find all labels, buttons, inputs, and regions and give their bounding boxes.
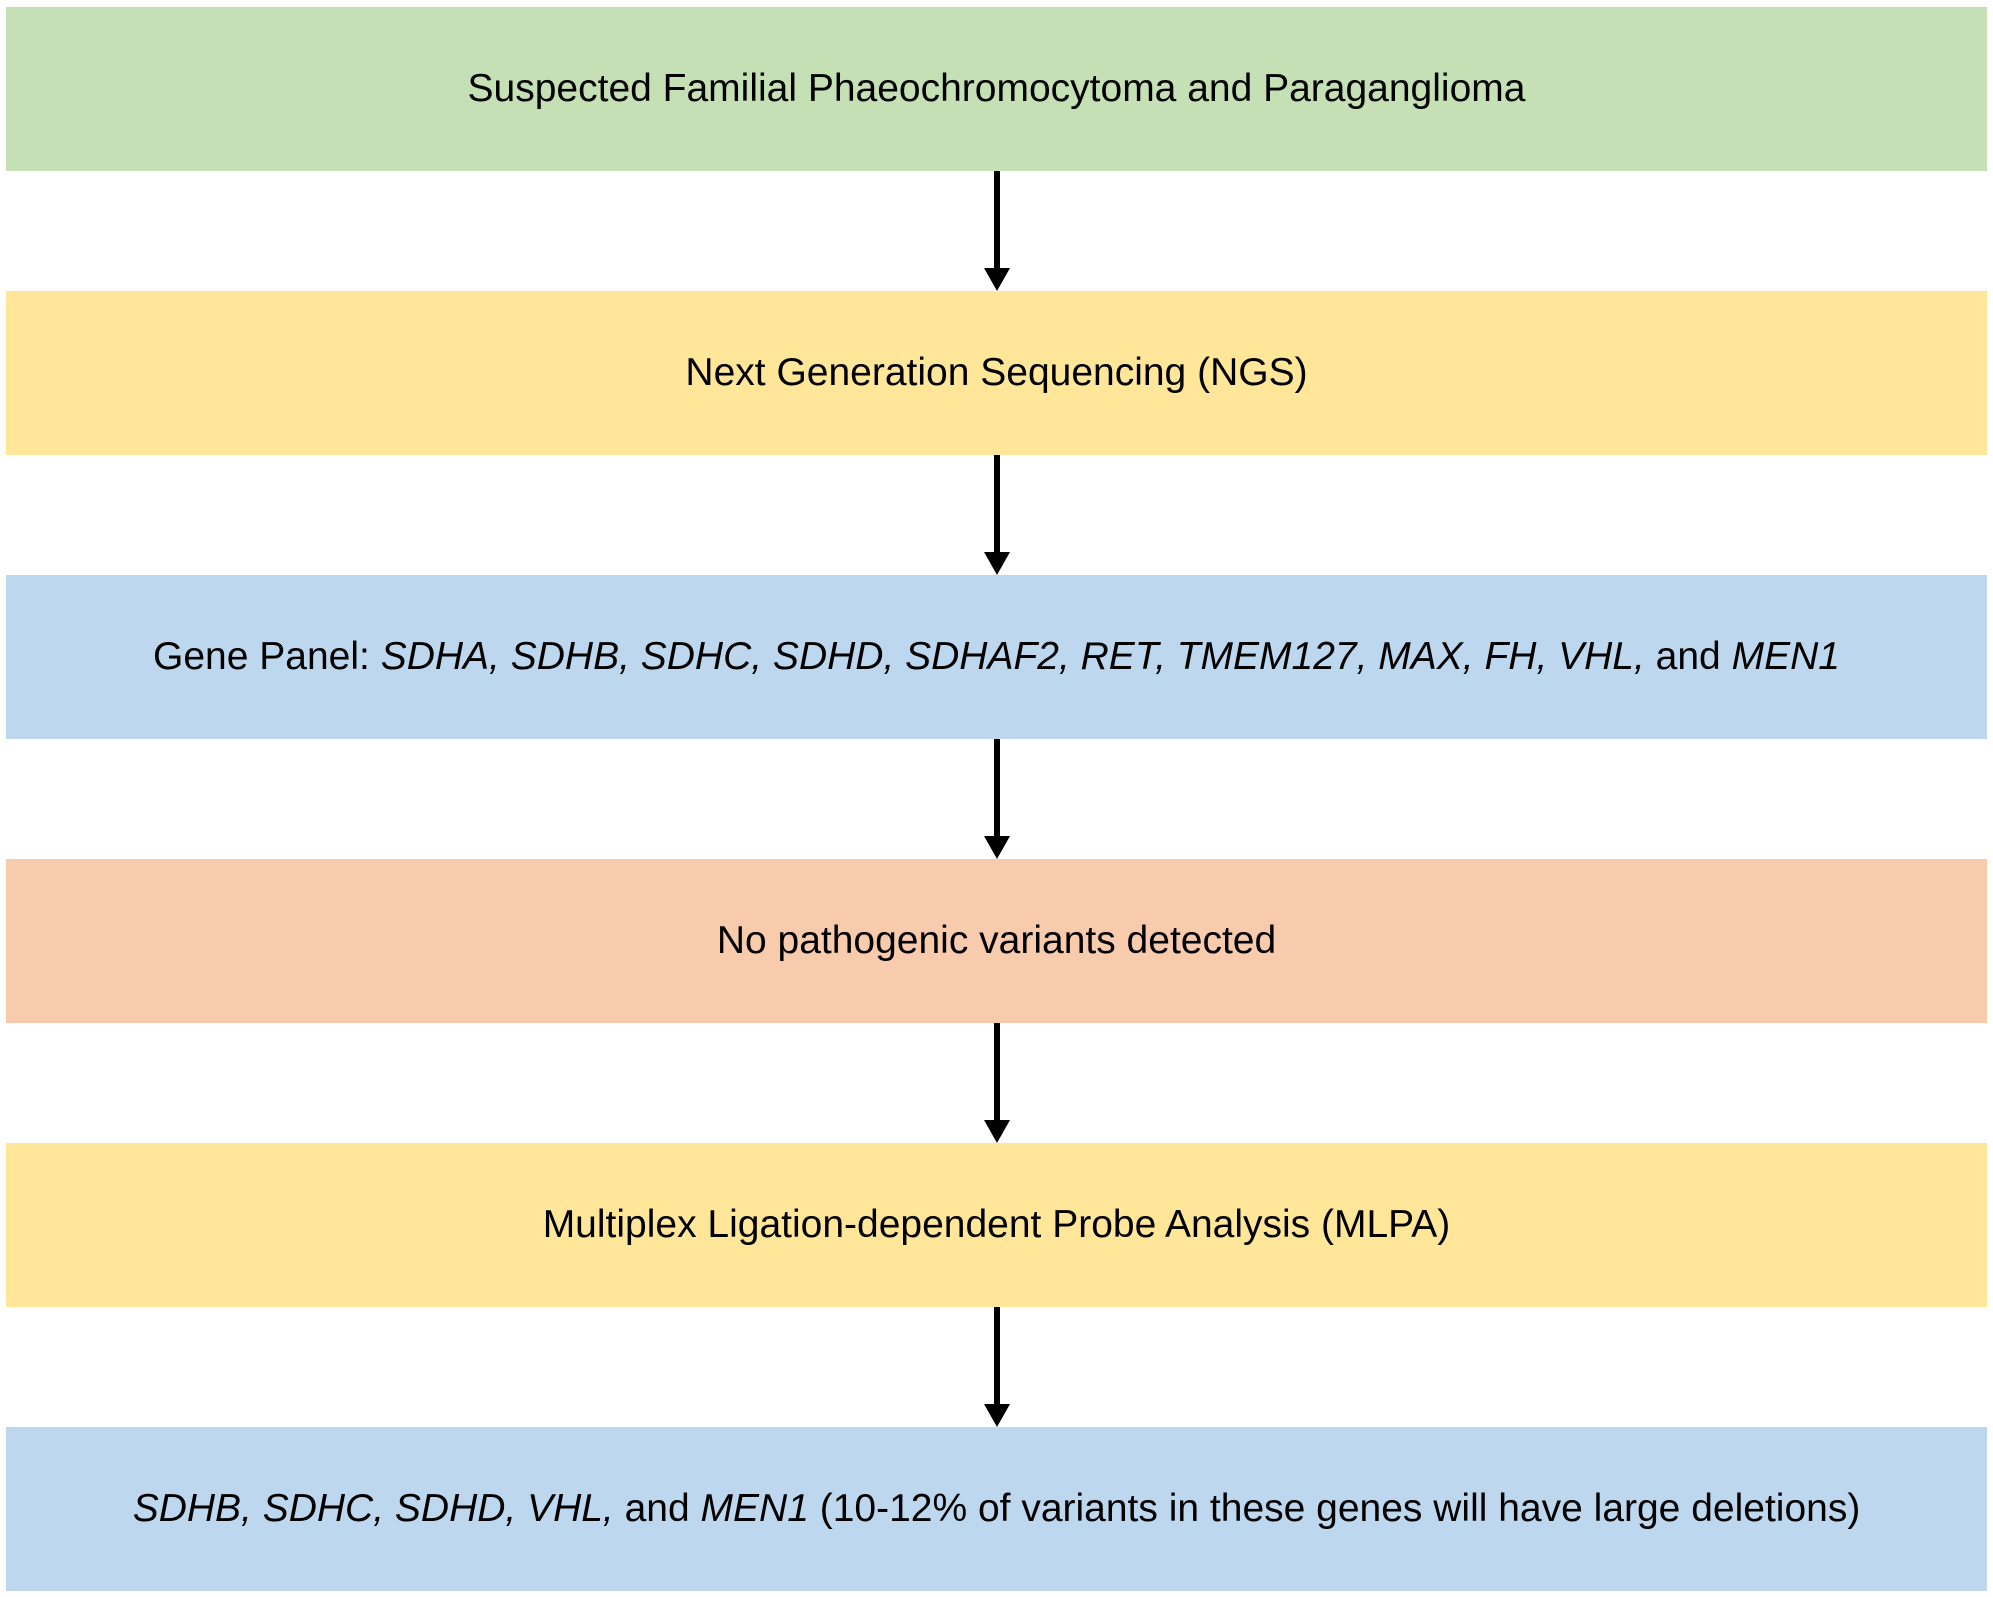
flow-box-gene-panel: Gene Panel: SDHA, SDHB, SDHC, SDHD, SDHA… bbox=[6, 575, 1987, 739]
down-arrow-head-icon bbox=[983, 1404, 1010, 1427]
down-arrow bbox=[6, 1307, 1987, 1427]
flow-box-ngs: Next Generation Sequencing (NGS) bbox=[6, 291, 1987, 455]
down-arrow bbox=[6, 739, 1987, 859]
down-arrow-stem bbox=[993, 171, 1000, 268]
down-arrow bbox=[6, 1023, 1987, 1143]
flow-box-suspected-familial-pheo-pgl: Suspected Familial Phaeochromocytoma and… bbox=[6, 7, 1987, 171]
down-arrow bbox=[6, 455, 1987, 575]
down-arrow-stem bbox=[993, 739, 1000, 836]
down-arrow-stem bbox=[993, 1023, 1000, 1120]
down-arrow-head-icon bbox=[983, 268, 1010, 291]
down-arrow-stem bbox=[993, 1307, 1000, 1404]
flow-box-label: SDHB, SDHC, SDHD, VHL, and MEN1 (10-12% … bbox=[132, 1486, 1861, 1530]
flow-box-label: Gene Panel: SDHA, SDHB, SDHC, SDHD, SDHA… bbox=[153, 634, 1840, 678]
flow-box-mlpa: Multiplex Ligation-dependent Probe Analy… bbox=[6, 1143, 1987, 1307]
flow-box-no-pathogenic-variants: No pathogenic variants detected bbox=[6, 859, 1987, 1023]
flow-box-label: Multiplex Ligation-dependent Probe Analy… bbox=[542, 1202, 1451, 1246]
flow-box-mlpa-gene-list: SDHB, SDHC, SDHD, VHL, and MEN1 (10-12% … bbox=[6, 1427, 1987, 1591]
flow-box-label: Next Generation Sequencing (NGS) bbox=[685, 350, 1308, 394]
down-arrow-head-icon bbox=[983, 552, 1010, 575]
down-arrow-stem bbox=[993, 455, 1000, 552]
flow-box-label: No pathogenic variants detected bbox=[716, 918, 1277, 962]
down-arrow bbox=[6, 171, 1987, 291]
down-arrow-head-icon bbox=[983, 1120, 1010, 1143]
flow-box-label: Suspected Familial Phaeochromocytoma and… bbox=[467, 66, 1526, 110]
down-arrow-head-icon bbox=[983, 836, 1010, 859]
